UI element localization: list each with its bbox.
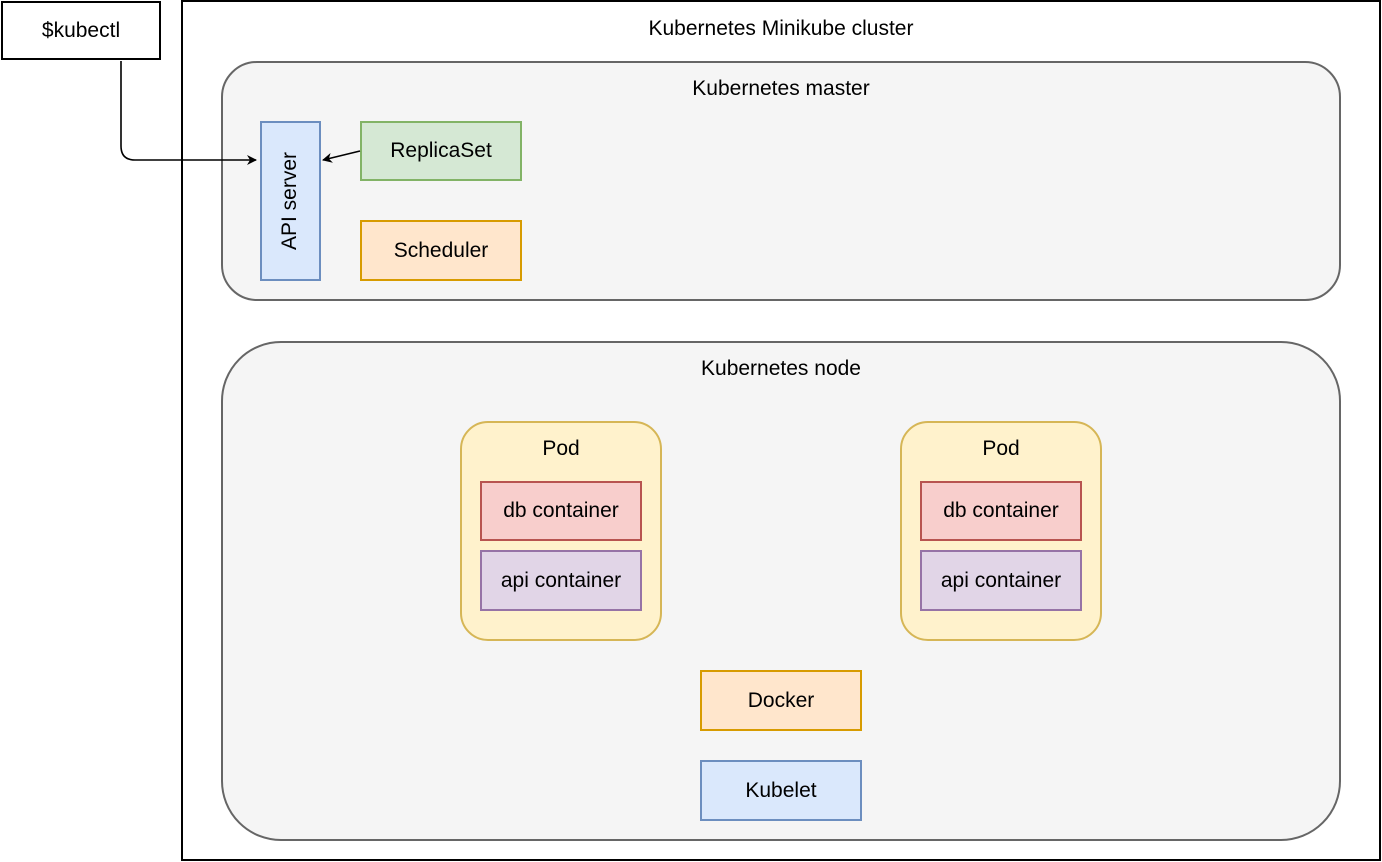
- api-server-box[interactable]: API server: [260, 121, 321, 281]
- kubectl-label: $kubectl: [41, 18, 121, 42]
- pod-title: Pod: [982, 437, 1020, 460]
- replicaset-label: ReplicaSet: [390, 139, 492, 162]
- api-container-label: api container: [500, 568, 622, 592]
- master-title: Kubernetes master: [692, 77, 870, 100]
- docker-box[interactable]: Docker: [700, 670, 862, 731]
- api-container-label: api container: [940, 568, 1062, 592]
- kubectl-box[interactable]: $kubectl: [1, 1, 161, 60]
- replicaset-to-api-server-arrow: [322, 150, 361, 163]
- pod-title: Pod: [542, 437, 580, 460]
- db-container-box[interactable]: db container: [920, 481, 1082, 541]
- cluster-title: Kubernetes Minikube cluster: [648, 17, 914, 40]
- kubelet-box[interactable]: Kubelet: [700, 760, 862, 821]
- replicaset-box[interactable]: ReplicaSet: [360, 121, 522, 181]
- db-container-label: db container: [943, 499, 1059, 522]
- scheduler-label: Scheduler: [393, 238, 489, 262]
- scheduler-box[interactable]: Scheduler: [360, 220, 522, 281]
- api-container-box[interactable]: api container: [480, 550, 642, 611]
- node-container[interactable]: [221, 341, 1341, 841]
- db-container-label: db container: [503, 499, 619, 522]
- node-title: Kubernetes node: [701, 357, 861, 380]
- api-container-box[interactable]: api container: [920, 550, 1082, 611]
- docker-label: Docker: [747, 688, 815, 712]
- db-container-box[interactable]: db container: [480, 481, 642, 541]
- kubelet-label: Kubelet: [745, 778, 817, 802]
- kubectl-to-api-server-arrow: [120, 61, 257, 165]
